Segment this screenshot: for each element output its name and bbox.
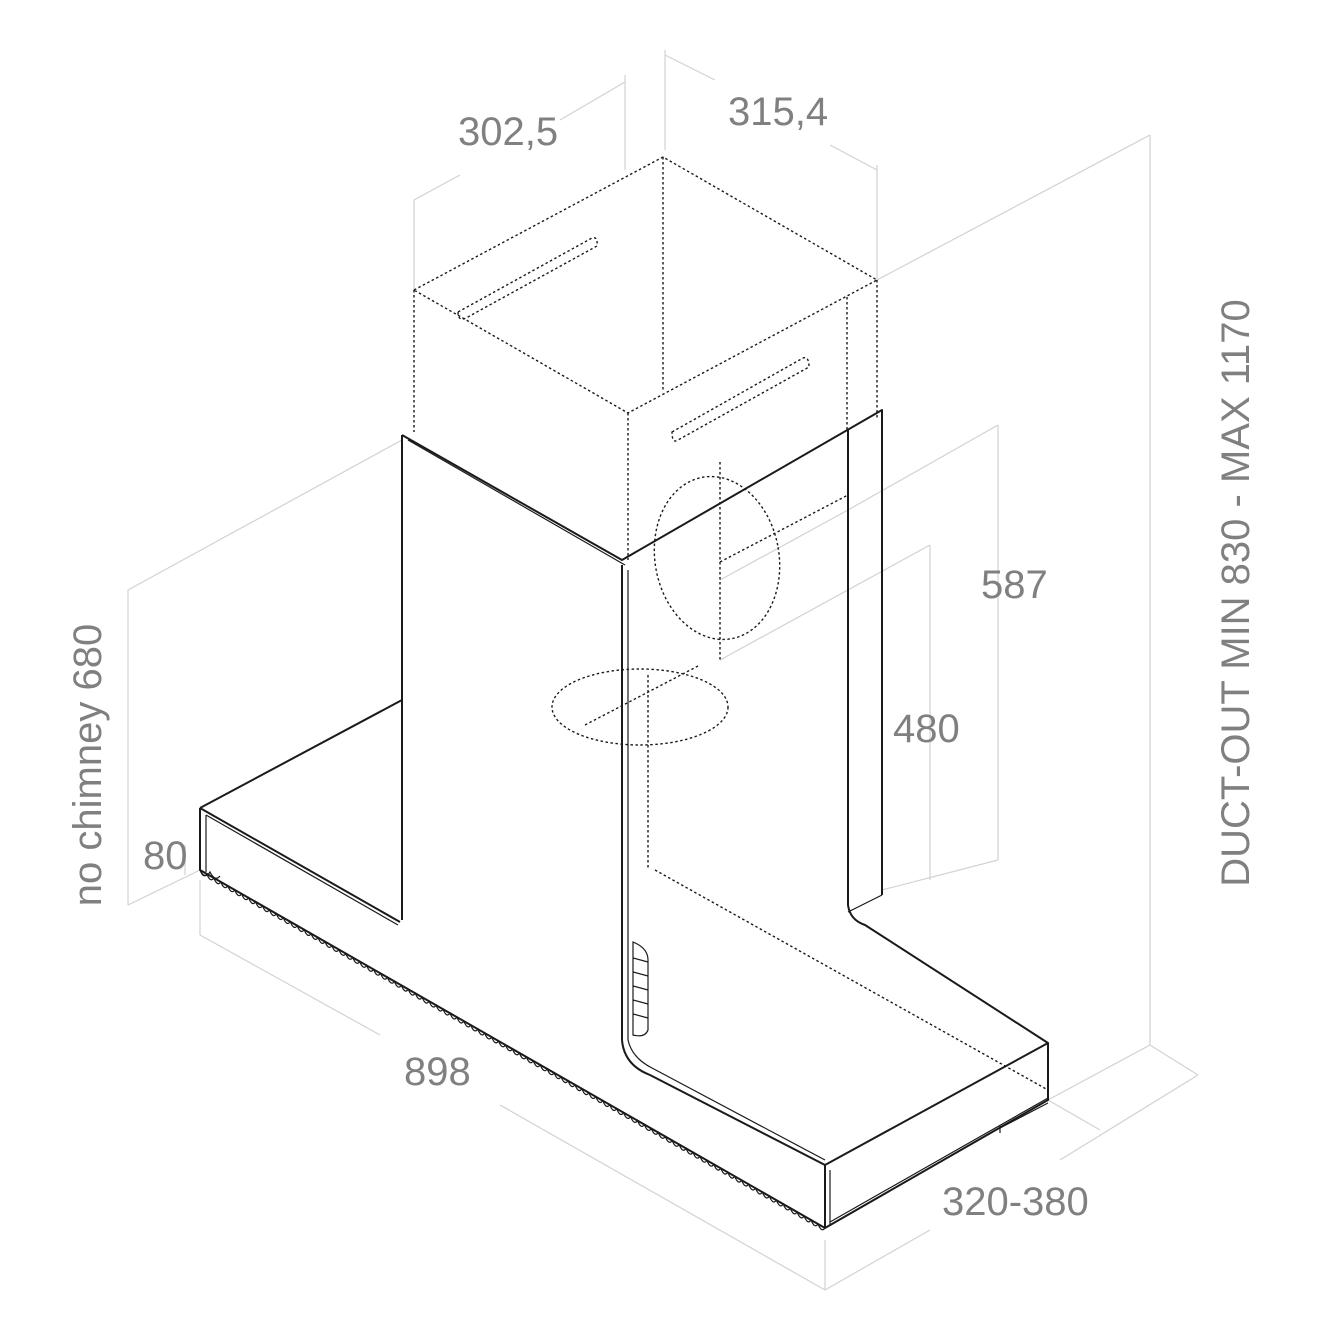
chimney-depth-label: 302,5 bbox=[458, 110, 559, 154]
upper-height-label: 587 bbox=[981, 563, 1048, 607]
filter-scallop bbox=[199, 869, 826, 1231]
hood-canopy bbox=[199, 699, 1049, 1229]
dimension-lines bbox=[127, 50, 1199, 1291]
body-height-label: 480 bbox=[893, 707, 960, 751]
chimney-lower bbox=[401, 409, 1049, 1166]
duct-out-height-label: DUCT-OUT MIN 830 - MAX 1170 bbox=[1214, 299, 1258, 887]
no-chimney-height-label: no chimney 680 bbox=[66, 623, 110, 907]
control-buttons bbox=[632, 941, 649, 1037]
hood-depth-label: 320-380 bbox=[942, 1180, 1089, 1224]
chimney-width-label: 315,4 bbox=[728, 90, 829, 134]
hood-thickness-label: 80 bbox=[143, 834, 188, 878]
hood-width-label: 898 bbox=[404, 1050, 471, 1094]
chimney-upper-telescopic bbox=[412, 156, 1049, 1091]
